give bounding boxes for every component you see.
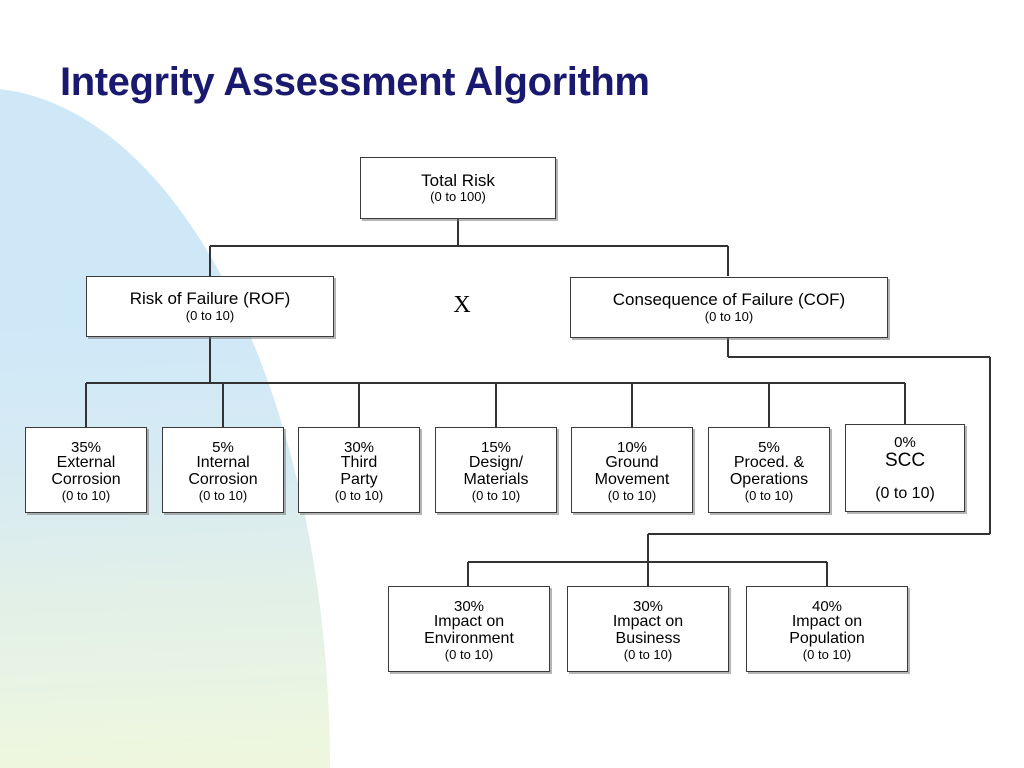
node-consequence-of-failure[interactable]: Consequence of Failure (COF) (0 to 10) [570,277,888,338]
node-internal-corrosion-range: (0 to 10) [198,487,248,503]
node-design-materials-label-2: Materials [463,471,529,489]
page-title: Integrity Assessment Algorithm [60,60,650,104]
node-proced-operations-label-2: Operations [729,471,809,489]
node-ground-movement[interactable]: 10% Ground Movement (0 to 10) [571,427,693,513]
node-external-corrosion-label-1: External [56,454,116,472]
node-third-party-percent: 30% [343,438,375,456]
node-impact-on-population-label-1: Impact on [791,613,863,631]
node-design-materials-label-1: Design/ [468,454,524,472]
node-scc-label-1: SCC [884,449,926,471]
node-impact-on-population[interactable]: 40% Impact on Population (0 to 10) [746,586,908,672]
node-third-party[interactable]: 30% Third Party (0 to 10) [298,427,420,513]
node-scc-range: (0 to 10) [875,485,935,503]
node-proced-operations-range: (0 to 10) [744,487,794,503]
node-third-party-range: (0 to 10) [334,487,384,503]
node-internal-corrosion-percent: 5% [212,438,234,456]
node-third-party-label-1: Third [340,454,378,472]
node-ground-movement-range: (0 to 10) [607,487,657,503]
node-total-risk[interactable]: Total Risk (0 to 100) [360,157,556,219]
node-third-party-label-2: Party [340,471,378,489]
node-risk-of-failure[interactable]: Risk of Failure (ROF) (0 to 10) [86,276,334,337]
node-external-corrosion[interactable]: 35% External Corrosion (0 to 10) [25,427,147,513]
node-design-materials-range: (0 to 10) [471,487,521,503]
node-proced-operations-percent: 5% [758,438,780,456]
node-impact-on-business-percent: 30% [632,597,664,615]
node-risk-of-failure-range: (0 to 10) [185,307,235,323]
node-internal-corrosion-label-2: Corrosion [188,471,258,489]
node-impact-on-population-range: (0 to 10) [802,646,852,662]
node-external-corrosion-percent: 35% [70,438,102,456]
node-scc[interactable]: 0% SCC (0 to 10) [845,424,965,512]
node-impact-on-business[interactable]: 30% Impact on Business (0 to 10) [567,586,729,672]
multiply-operator-symbol: X [453,292,471,318]
node-ground-movement-label-1: Ground [605,454,659,472]
node-internal-corrosion[interactable]: 5% Internal Corrosion (0 to 10) [162,427,284,513]
node-impact-on-population-label-2: Population [789,630,865,648]
node-internal-corrosion-label-1: Internal [196,454,250,472]
node-impact-on-business-range: (0 to 10) [623,646,673,662]
node-impact-on-business-label-1: Impact on [612,613,684,631]
node-design-materials[interactable]: 15% Design/ Materials (0 to 10) [435,427,557,513]
node-impact-on-environment-label-2: Environment [424,630,514,648]
node-consequence-of-failure-label: Consequence of Failure (COF) [612,290,846,310]
node-total-risk-range: (0 to 100) [430,189,486,205]
node-consequence-of-failure-range: (0 to 10) [704,308,754,324]
node-proced-operations[interactable]: 5% Proced. & Operations (0 to 10) [708,427,830,513]
node-impact-on-environment-percent: 30% [453,597,485,615]
node-ground-movement-label-2: Movement [594,471,670,489]
node-impact-on-environment-range: (0 to 10) [444,646,494,662]
node-external-corrosion-label-2: Corrosion [51,471,121,489]
node-risk-of-failure-label: Risk of Failure (ROF) [129,289,291,309]
node-impact-on-environment[interactable]: 30% Impact on Environment (0 to 10) [388,586,550,672]
node-impact-on-population-percent: 40% [811,597,843,615]
node-proced-operations-label-1: Proced. & [733,454,805,472]
node-external-corrosion-range: (0 to 10) [61,487,111,503]
node-total-risk-label: Total Risk [421,170,495,190]
node-design-materials-percent: 15% [480,438,512,456]
node-ground-movement-percent: 10% [616,438,648,456]
node-impact-on-business-label-2: Business [615,630,681,648]
node-scc-percent: 0% [894,434,916,452]
node-impact-on-environment-label-1: Impact on [433,613,505,631]
